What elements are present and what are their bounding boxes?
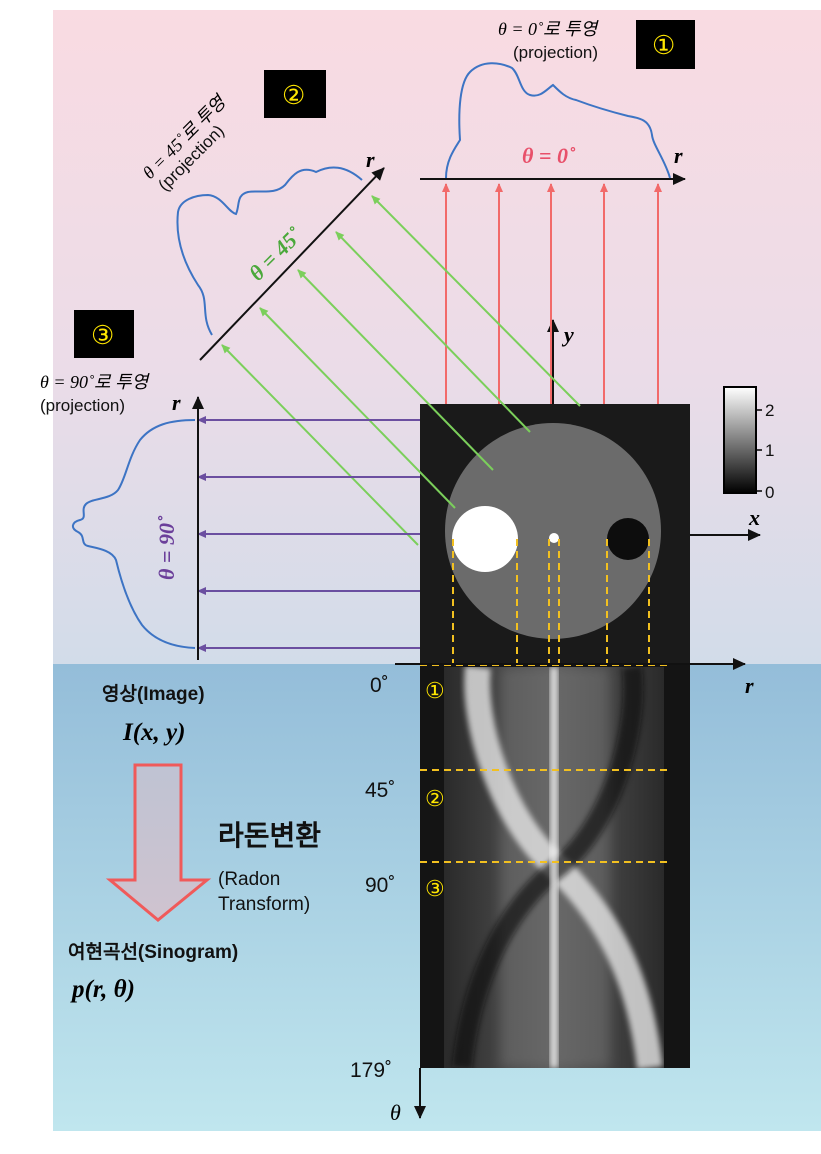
marker-2-box (264, 70, 326, 118)
angle-tick-label: 45˚ (365, 779, 395, 802)
radon-transform-arrow (105, 763, 212, 922)
y-axis-label: y (561, 322, 574, 347)
rays-0-degree (442, 183, 662, 404)
projection-0-caption-sub: (projection) (513, 43, 598, 62)
marker-2-label: ② (282, 80, 305, 110)
sinogram-axes: r θ 0˚ 45˚ 90˚ 179˚ ① ② ③ (350, 658, 754, 1125)
sinogram-label: 여현곡선(Sinogram) (68, 941, 238, 963)
phantom-image (445, 423, 661, 639)
projection-90-r-label: r (172, 390, 181, 415)
angle-tick-label: 179˚ (350, 1059, 392, 1082)
colorbar-tick-label: 2 (765, 401, 774, 420)
transform-title: 라돈변환 (218, 820, 321, 851)
sinogram-image (444, 667, 664, 1068)
image-label: 영상(Image) (102, 683, 205, 705)
projection-90-caption-sub: (projection) (40, 396, 125, 415)
projection-0-caption: θ = 0˚로 투영 (498, 19, 600, 39)
projection-45-r-label: r (366, 147, 375, 172)
marker-1-box (636, 20, 695, 69)
row-marker: ① (425, 678, 445, 703)
marker-1-label: ① (652, 30, 675, 60)
sinogram-formula: p(r, θ) (70, 976, 135, 1003)
x-axis-label: x (748, 505, 760, 530)
colorbar-tick-label: 1 (765, 441, 774, 460)
transform-legend: 영상(Image) I(x, y) 라돈변환 (Radon Transform)… (68, 683, 321, 1003)
rays-90-degree (197, 416, 420, 652)
projection-0-profile (445, 62, 671, 179)
angle-tick-label: 0˚ (370, 674, 389, 697)
transform-subtitle-line1: (Radon (218, 869, 280, 890)
marker-3-label: ③ (91, 320, 114, 350)
image-formula: I(x, y) (122, 719, 185, 746)
image-axes: y x (547, 319, 761, 541)
phantom-bright-circle (452, 506, 518, 572)
row-marker: ② (425, 786, 445, 811)
projection-90-angle-label: θ = 90˚ (154, 515, 179, 580)
sinogram-theta-axis-label: θ (390, 1100, 401, 1125)
colorbar: 2 1 0 (723, 386, 774, 502)
phantom-disc (445, 423, 661, 639)
projection-0-angle-label: θ = 0˚ (522, 143, 576, 168)
sinogram-r-axis-label: r (745, 673, 754, 698)
projection-90-group: θ = 90˚ r θ = 90˚로 투영 (projection) ③ (40, 310, 204, 660)
projection-45-profile (176, 166, 363, 336)
marker-3-box (74, 310, 134, 358)
angle-tick-label: 90˚ (365, 874, 395, 897)
rays-45-degree (221, 195, 581, 546)
phantom-small-dot (549, 533, 559, 543)
projection-90-profile (72, 419, 196, 649)
phantom-dark-circle (607, 518, 649, 560)
projection-0-group: θ = 0˚ r θ = 0˚로 투영 (projection) ① (420, 19, 695, 185)
transform-subtitle-line2: Transform) (218, 894, 310, 915)
colorbar-tick-label: 0 (765, 483, 774, 502)
row-marker: ③ (425, 876, 445, 901)
projection-0-r-label: r (674, 143, 683, 168)
projection-90-caption: θ = 90˚로 투영 (40, 372, 151, 392)
